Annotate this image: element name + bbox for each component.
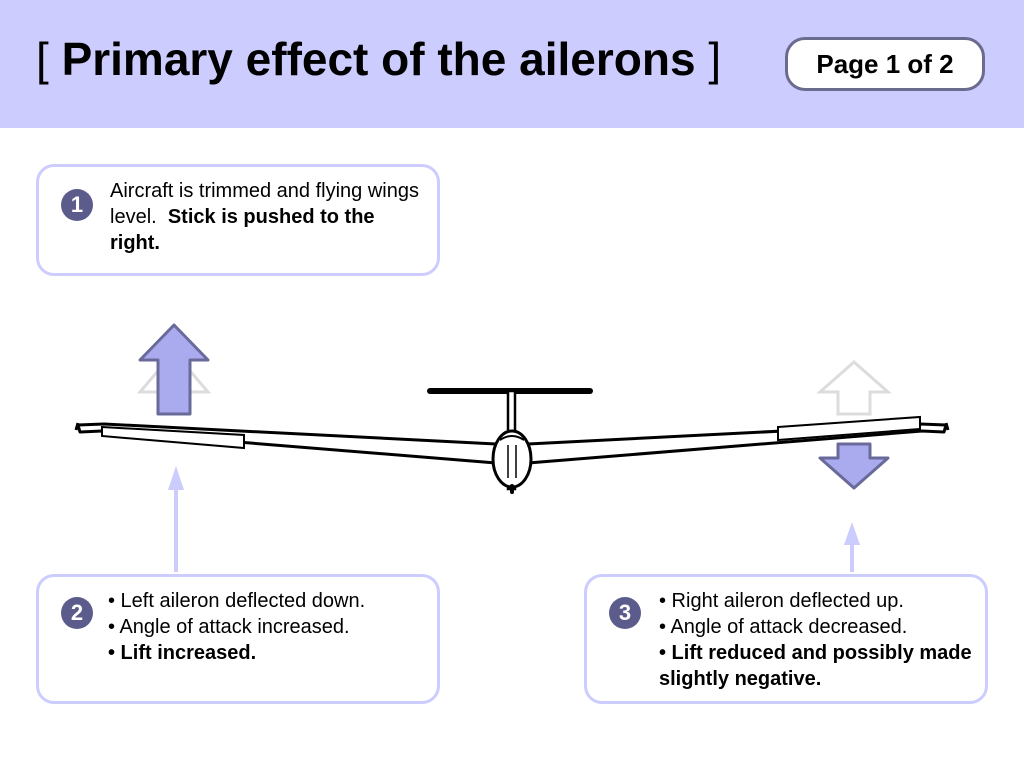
step-3-icon: 3 [609,597,641,629]
left-aileron [101,425,245,450]
callout-2: 2 • Left aileron deflected down. • Angle… [36,574,440,704]
callout-3-bullet: • Right aileron deflected up. [659,590,904,612]
title-bracket-open: [ [36,33,49,85]
callout-3-text: • Right aileron deflected up. • Angle of… [659,588,979,692]
fuselage [491,429,533,489]
step-1-icon: 1 [61,189,93,221]
title-bracket-close: ] [708,33,722,85]
callout-3-bullet: • Lift reduced and possibly made slightl… [659,642,972,690]
right-wing-original-lift-arrow [816,359,892,416]
callout-2-bullet: • Lift increased. [108,642,257,664]
callout-2-bullet: • Left aileron deflected down. [108,590,366,612]
callout-3: 3 • Right aileron deflected up. • Angle … [584,574,988,704]
left-wing-lift-arrow [136,323,212,416]
callout-2-bullet: • Angle of attack increased. [108,616,350,638]
glider [74,388,950,494]
right-wing-reduced-lift-arrow [818,442,890,490]
pointer-line-right [844,522,860,572]
callout-3-bullet: • Angle of attack decreased. [659,616,908,638]
page-indicator: Page 1 of 2 [785,37,985,91]
pointer-line-left [168,466,184,572]
callout-2-text: • Left aileron deflected down. • Angle o… [108,588,428,666]
canopy [499,435,525,441]
title-text: Primary effect of the ailerons [61,33,696,85]
page-title: [ Primary effect of the ailerons ] [36,32,721,86]
callout-1-plain-text: Aircraft is trimmed and flying wings lev… [110,180,419,228]
callout-1-text: Aircraft is trimmed and flying wings lev… [110,178,430,256]
callout-1: 1 Aircraft is trimmed and flying wings l… [36,164,440,276]
step-2-icon: 2 [61,597,93,629]
right-aileron [777,415,921,442]
callout-1-bold-text: Stick is pushed to the right. [110,206,375,254]
